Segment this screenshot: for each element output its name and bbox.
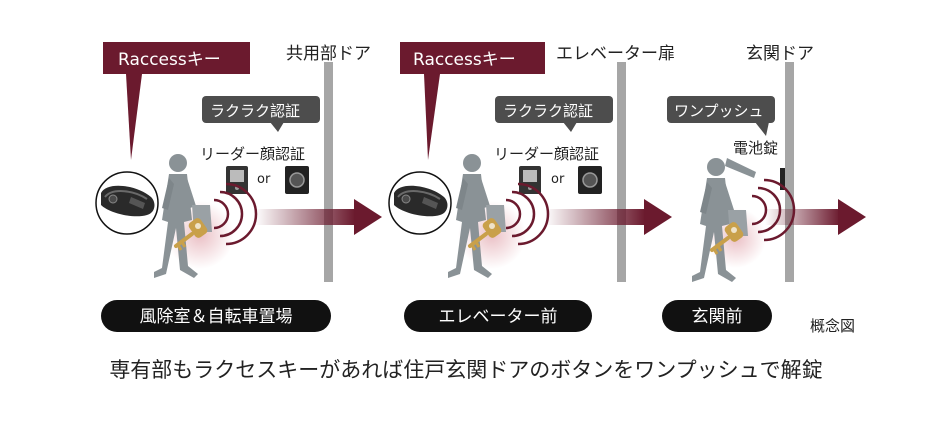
auth-label-3: ワンプッシュ (674, 102, 764, 120)
door-2-label: エレベーター扉 (556, 44, 675, 64)
reaching-arm-icon (725, 158, 756, 178)
stage-2: エレベーター扉 Raccessキー ラクラク認証 リーダー顔認証 or エレ (388, 42, 675, 332)
face-reader-icon-1 (284, 165, 310, 195)
location-pill-3: 玄関前 (662, 300, 772, 332)
arrow-3 (765, 199, 866, 235)
raccess-key-label-1: Raccessキー (118, 50, 221, 70)
raccess-key-bubble-2: Raccessキー (400, 42, 545, 160)
door-1-label: 共用部ドア (286, 44, 371, 64)
location-label-3: 玄関前 (692, 307, 743, 327)
face-reader-icon-2 (577, 165, 603, 195)
raccess-key-label-2: Raccessキー (413, 50, 516, 70)
or-text-1: or (257, 172, 271, 187)
auth-bubble-2: ラクラク認証 (495, 96, 613, 132)
door-3-label: 玄関ドア (746, 44, 814, 64)
auth-label-1: ラクラク認証 (210, 102, 300, 120)
auth-bubble-3: ワンプッシュ (667, 96, 775, 136)
caption: 専有部もラクセスキーがあれば住戸玄関ドアのボタンをワンプッシュで解錠 (109, 358, 822, 382)
arrow-2 (545, 199, 672, 235)
auth-bubble-1: ラクラク認証 (202, 96, 320, 132)
stage-3: 玄関ドア ワンプッシュ 電池錠 玄関前 (662, 44, 866, 332)
lock-label-3: 電池錠 (733, 139, 778, 157)
door-3-panel (785, 62, 794, 282)
location-pill-2: エレベーター前 (404, 300, 592, 332)
concept-label: 概念図 (810, 317, 855, 335)
stage-1: 共用部ドア Raccessキー ラクラク認証 リーダー顔認証 or (95, 42, 382, 332)
reader-label-2: リーダー顔認証 (494, 145, 599, 163)
door-1-panel (324, 62, 333, 282)
or-text-2: or (551, 172, 565, 187)
battery-lock-icon (780, 168, 785, 190)
location-pill-1: 風除室＆自転車置場 (101, 300, 331, 332)
raccess-key-bubble-1: Raccessキー (103, 42, 250, 160)
reader-label-1: リーダー顔認証 (200, 145, 305, 163)
arrow-1 (255, 199, 382, 235)
door-2-panel (617, 62, 626, 282)
location-label-1: 風除室＆自転車置場 (140, 307, 293, 327)
location-label-2: エレベーター前 (439, 307, 558, 327)
auth-label-2: ラクラク認証 (503, 102, 593, 120)
